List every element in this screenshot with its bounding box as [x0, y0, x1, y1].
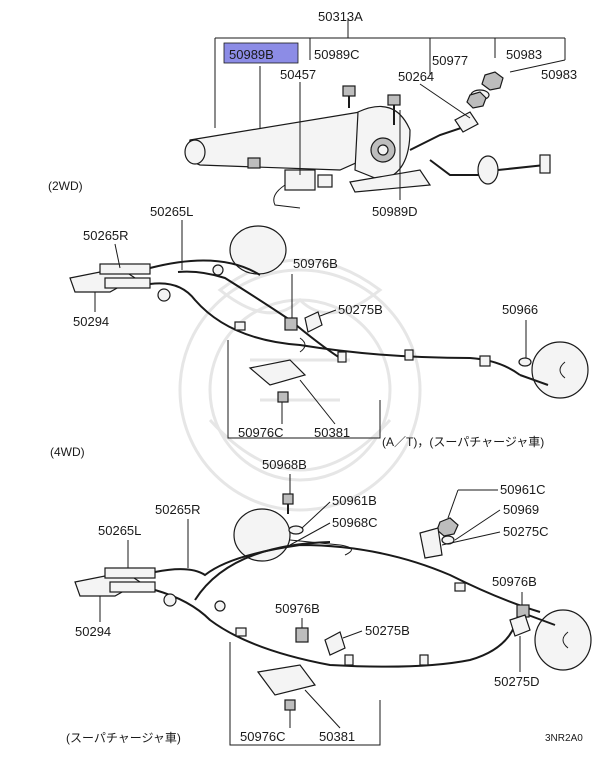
label-2wd-50265r: 50265R	[83, 228, 129, 243]
leader-2wd-50265r	[114, 243, 121, 269]
label-4wd-50381: 50381	[319, 729, 355, 744]
label-4wd-50294: 50294	[75, 624, 111, 639]
leader-4wd-50961c-b	[447, 489, 459, 519]
label-4wd-50976b-a: 50976B	[492, 574, 537, 589]
label-4wd-50976c: 50976C	[240, 729, 286, 744]
label-50313a: 50313A	[318, 9, 363, 24]
label-4wd-50976b-b: 50976B	[275, 601, 320, 616]
rear-cable-2wd	[69, 225, 589, 439]
label-4wd-50961c: 50961C	[500, 482, 546, 497]
diagram-code: 3NR2A0	[545, 733, 583, 744]
label-4wd-50275b: 50275B	[365, 623, 410, 638]
highlight-box	[223, 42, 299, 64]
leader-4wd-50969	[454, 509, 501, 541]
section-2wd: (2WD)	[48, 179, 83, 193]
label-2wd-50966: 50966	[502, 302, 538, 317]
leader-2wd-50381	[299, 379, 336, 425]
leader-50264	[419, 83, 471, 119]
label-50989c: 50989C	[314, 47, 360, 62]
leader-4wd-50968c	[289, 522, 331, 546]
label-4wd-50969: 50969	[503, 502, 539, 517]
watermark-emblem	[178, 258, 422, 512]
label-2wd-50265l: 50265L	[150, 204, 193, 219]
leader-4wd-50381	[304, 689, 341, 729]
section-at-supercharger: (A／T)，(スーパチャージャ車)	[382, 435, 544, 449]
parking-lever-assembly	[184, 71, 551, 209]
label-4wd-50961b: 50961B	[332, 493, 377, 508]
label-2wd-50976b: 50976B	[293, 256, 338, 271]
label-4wd-50968c: 50968C	[332, 515, 378, 530]
label-50457: 50457	[280, 67, 316, 82]
label-50977: 50977	[432, 53, 468, 68]
leader-4wd-50275b	[342, 630, 363, 639]
label-2wd-50976c: 50976C	[238, 425, 284, 440]
leader-2wd-50275b	[319, 309, 337, 317]
label-2wd-50381: 50381	[314, 425, 350, 440]
label-4wd-50275c: 50275C	[503, 524, 549, 539]
label-2wd-50294: 50294	[73, 314, 109, 329]
label-50264: 50264	[398, 69, 434, 84]
leader-4wd-50275c	[441, 531, 501, 546]
label-4wd-50265r: 50265R	[155, 502, 201, 517]
label-50989b[interactable]: 50989B	[229, 47, 274, 62]
section-supercharger: (スーパチャージャ車)	[66, 731, 181, 745]
label-50989d: 50989D	[372, 204, 418, 219]
rear-cable-4wd	[74, 493, 592, 746]
label-4wd-50968b: 50968B	[262, 457, 307, 472]
label-4wd-50265l: 50265L	[98, 523, 141, 538]
section-4wd: (4WD)	[50, 445, 85, 459]
label-50983-a: 50983	[506, 47, 542, 62]
leader-4wd-50961b	[301, 501, 331, 529]
label-4wd-50275d: 50275D	[494, 674, 540, 689]
label-50983-b: 50983	[541, 67, 577, 82]
label-2wd-50275b: 50275B	[338, 302, 383, 317]
